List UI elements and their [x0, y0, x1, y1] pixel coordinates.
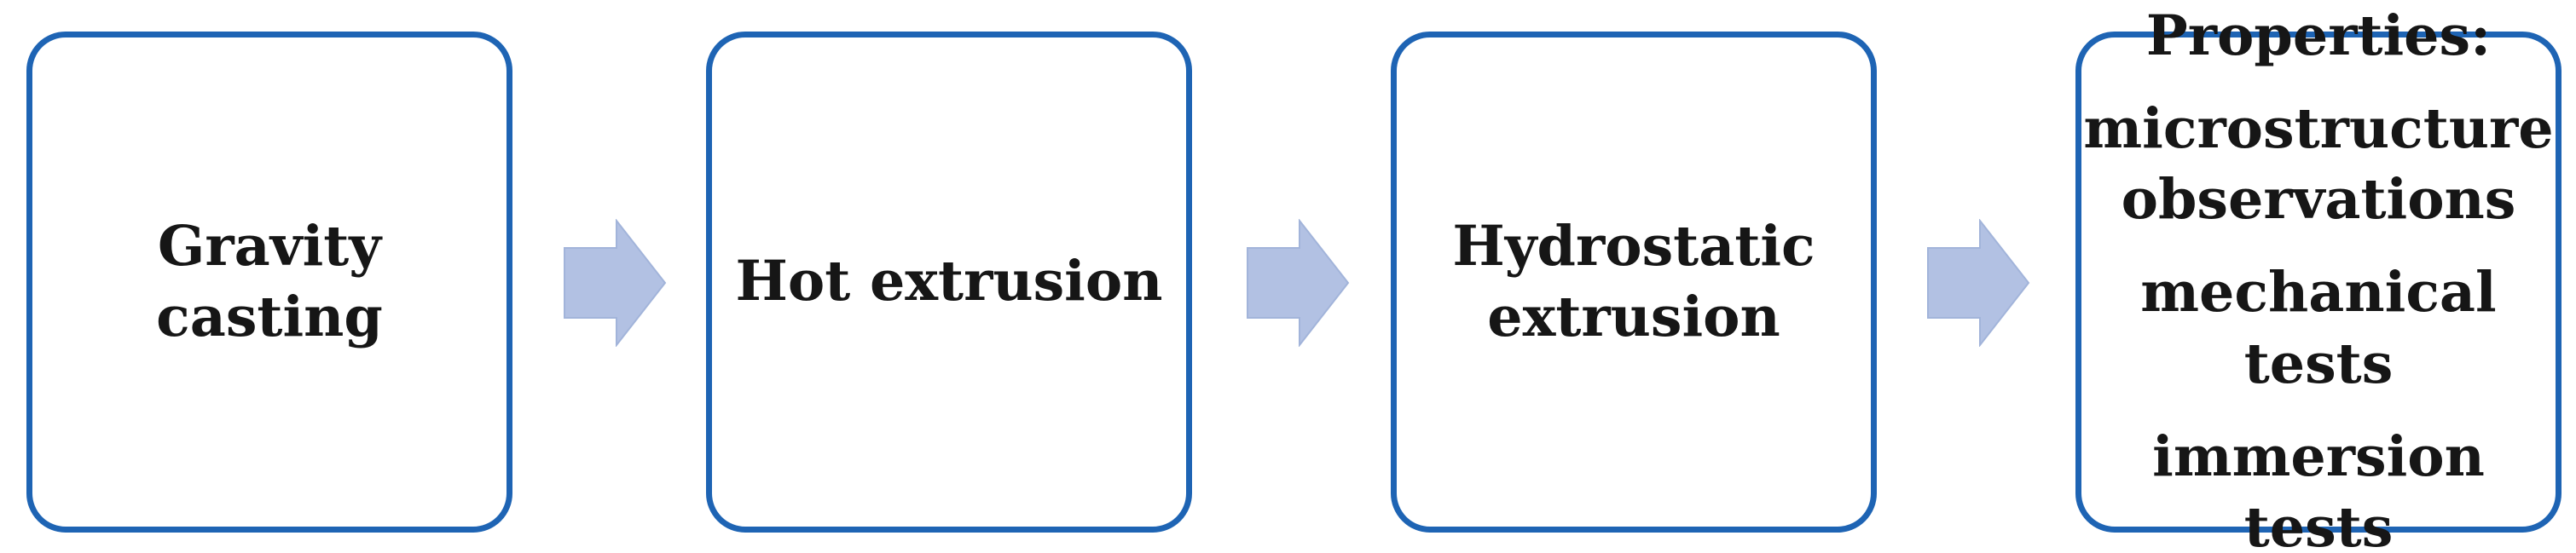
right-arrow-icon	[1927, 219, 2030, 347]
process-box-label: Hot extrusion	[735, 249, 1163, 314]
properties-box: Properties: microstructure observations …	[2075, 3, 2562, 553]
right-arrow-icon	[564, 219, 667, 347]
process-box-label: Gravity casting	[156, 213, 383, 349]
properties-title: Properties:	[2145, 3, 2492, 68]
right-arrow-icon	[1247, 219, 1350, 347]
properties-item-microstructure-observations: microstructure observations	[2083, 96, 2554, 233]
properties-item-mechanical-tests: mechanical tests	[2140, 260, 2497, 396]
process-box-label: Hydrostatic extrusion	[1452, 213, 1815, 349]
process-box-gravity-casting: Gravity casting	[26, 32, 512, 533]
process-box-hydrostatic-extrusion: Hydrostatic extrusion	[1391, 32, 1877, 533]
properties-item-immersion-tests: immersion tests	[2152, 423, 2485, 553]
process-box-hot-extrusion: Hot extrusion	[706, 32, 1192, 533]
